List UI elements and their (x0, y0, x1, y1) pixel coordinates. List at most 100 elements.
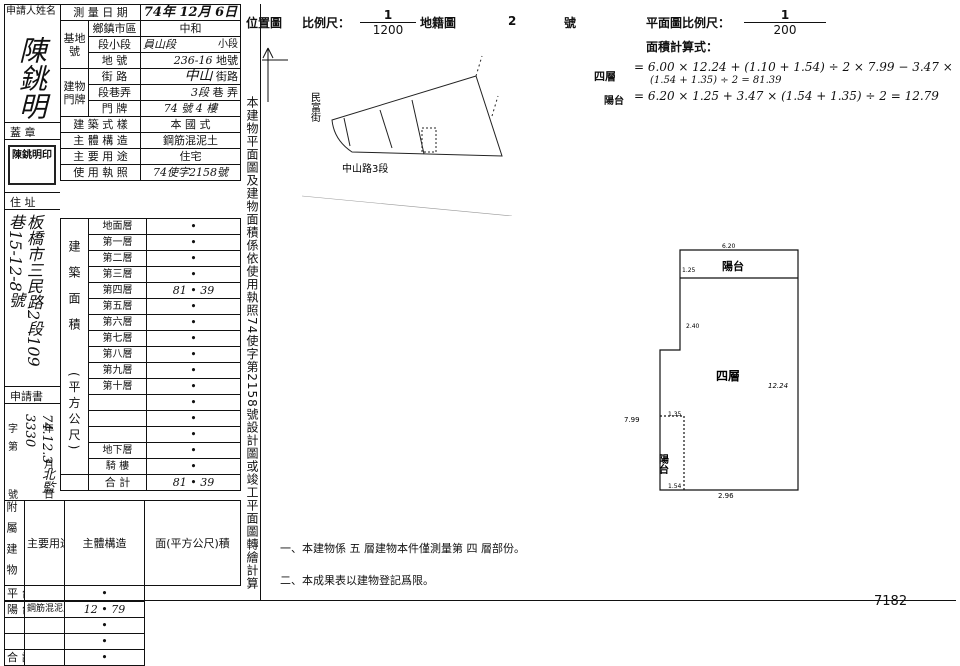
lane-value: 3段 (191, 86, 209, 99)
annex-structure (24, 649, 65, 666)
plan-scale-den: 200 (744, 22, 826, 37)
cadastral-unit: 號 (564, 16, 577, 30)
floor-name (88, 394, 147, 411)
floor-name: 第九層 (88, 362, 147, 379)
calc-floor-line1: = 6.00 × 12.24 + (1.10 + 1.54) ÷ 2 × 7.9… (634, 60, 953, 74)
annex-row: • (4, 617, 241, 634)
door-label-text: 建物門牌 (63, 79, 86, 106)
dim-top-small: 1.25 (682, 267, 696, 274)
dim-top: 6.20 (722, 243, 736, 250)
calc-floor-line2: (1.54 + 1.35) ÷ 2 = 81.39 (650, 75, 782, 86)
address-value: 板橋市三民路2段109巷15-12-8號 (6, 214, 43, 367)
outer-bottom-rule (4, 600, 956, 601)
total-label: 合 計 (88, 474, 147, 491)
floor-name: 第二層 (88, 250, 147, 267)
street-unit: 街路 (216, 70, 238, 83)
annex-area: • (64, 649, 145, 666)
plan-balcony-side: 陽台 (657, 454, 669, 475)
floor-name: 地下層 (88, 442, 147, 459)
subsection-label: 小段 (218, 39, 238, 50)
floor-value: • (146, 298, 241, 315)
gate-value: 74 號 4 樓 (140, 100, 241, 117)
floor-row: 第一層• (60, 234, 241, 251)
note-1: 一、本建物係 五 層建物本件僅測量第 四 層部份。 (280, 542, 525, 555)
floor-row: 地下層• (60, 442, 241, 459)
seal-text: 陳銚明印 (12, 150, 52, 161)
usage-value: 住宅 (140, 148, 241, 165)
floor-name: 第八層 (88, 346, 147, 363)
plan-scale-num: 1 (780, 8, 790, 22)
plan-floor-label: 四層 (716, 369, 740, 383)
annex-usage: 合 計 (4, 649, 25, 666)
dim-b2: 1.54 (668, 483, 682, 490)
location-label: 位置圖 (246, 16, 283, 30)
floor-row: 地面層• (60, 218, 241, 235)
floor-value: • (146, 394, 241, 411)
annex-area: • (64, 633, 145, 650)
floor-name (88, 426, 147, 443)
vertical-note: 本建物平面圖及建物面積係依使用執照74使字第2158號設計圖或竣工平面圖轉繪計算 (245, 96, 259, 590)
location-scale-label: 比例尺： (302, 16, 351, 30)
plan-scale: 1 200 (744, 8, 826, 37)
floor-value: • (146, 218, 241, 235)
style-label: 建 築 式 樣 (60, 116, 141, 133)
seal-label: 蓋 章 (10, 126, 36, 139)
location-scale-num: 1 (383, 8, 393, 22)
annex-structure (24, 633, 65, 650)
floor-value: • (146, 378, 241, 395)
lot-value: 236-16 (173, 54, 213, 67)
lot-label: 地 號 (88, 52, 141, 69)
date-value: 74年 12月 6日 (140, 4, 241, 21)
lot-cell: 236-16 地號 (140, 52, 241, 69)
survey-table: 測 量 日 期 74年 12月 6日 基地號 鄉鎮市區 中和 段小段 員山段 小… (60, 4, 241, 181)
location-scale: 1 1200 (360, 8, 416, 37)
floor-row: • (60, 394, 241, 411)
base-label-text: 基地號 (63, 31, 86, 58)
floor-row: • (60, 410, 241, 427)
floor-name: 第三層 (88, 266, 147, 283)
lane-label: 段巷弄 (88, 84, 141, 101)
area-side-label-b: (平方公尺) (67, 372, 81, 454)
floor-name: 第六層 (88, 314, 147, 331)
applicant-seal: 陳銚明印 (8, 145, 56, 185)
annex-row: 合 計 • (4, 649, 241, 666)
floor-value: • (146, 314, 241, 331)
annex-usage (4, 617, 25, 634)
hao-label: 號 (8, 490, 18, 501)
floor-side (60, 218, 89, 235)
floor-name: 第四層 (88, 282, 147, 299)
seal-label-row (4, 122, 60, 140)
street-label: 街 路 (88, 68, 141, 85)
dim-bottom: 2.96 (718, 492, 734, 500)
annex-usage (4, 633, 25, 650)
style-value: 本 國 式 (140, 116, 241, 133)
application-row (4, 386, 60, 404)
floor-value: • (146, 442, 241, 459)
floor-row: 第十層• (60, 378, 241, 395)
map-road-label-1: 民富街 (309, 92, 321, 123)
note-2: 二、本成果表以建物登記爲限。 (280, 574, 434, 587)
permit-value: 74使字2158號 (140, 164, 241, 181)
floor-name: 第十層 (88, 378, 147, 395)
address-row (4, 192, 60, 210)
street-cell: 中山 街路 (140, 68, 241, 85)
map-road-label-2: 中山路3段 (342, 162, 388, 175)
floor-name: 地面層 (88, 218, 147, 235)
annex-structure (24, 617, 65, 634)
floor-name (88, 410, 147, 427)
middle-frame (240, 4, 261, 600)
floor-value: • (146, 346, 241, 363)
annex-header-structure: 主體構造 (64, 500, 145, 586)
floor-row: 第五層• (60, 298, 241, 315)
calc-balcony-line: = 6.20 × 1.25 + 3.47 × (1.54 + 1.35) ÷ 2… (634, 89, 939, 103)
floor-row: 第七層• (60, 330, 241, 347)
annex-area: • (64, 617, 145, 634)
door-label: 建物門牌 (60, 68, 89, 117)
annex-row: 陽 台鋼筋混泥土12 • 79 (4, 601, 241, 618)
cadastral-no: 2 (508, 14, 517, 28)
location-map: 民富街 中山路3段 (262, 47, 512, 216)
applicant-label: 申請人姓名 (6, 6, 56, 17)
floor-name: 第七層 (88, 330, 147, 347)
